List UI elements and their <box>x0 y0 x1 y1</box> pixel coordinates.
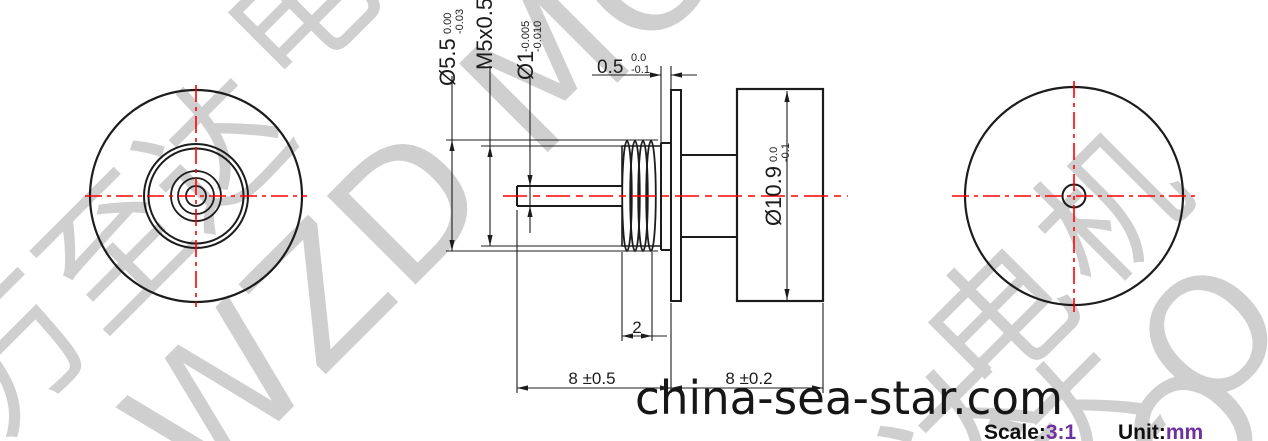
dim-dia55-tol-upper: 0.00 <box>442 13 454 34</box>
dim-thread-label: M5x0.5 <box>472 0 497 70</box>
dim-dia109-tol-lower: -0.1 <box>780 143 792 162</box>
dimension-arrowheads <box>449 72 823 391</box>
dim-collar-tol-upper: 0.0 <box>631 52 646 64</box>
front-view <box>85 85 307 307</box>
unit-text: Unit:mm <box>1118 421 1203 441</box>
scale-label: Scale: <box>984 421 1046 441</box>
unit-value: mm <box>1166 421 1203 441</box>
dim-collar: 0.5 0.0 -0.1 <box>597 52 650 78</box>
dim-dia55: Ø5.5 0.00 -0.03 <box>435 9 466 86</box>
dim-thread: M5x0.5 <box>472 0 497 70</box>
dim-length-front-label: 8 ±0.5 <box>568 369 615 388</box>
dim-dia1-tol-upper: -0.005 <box>520 21 532 52</box>
dim-dia55-label: Ø5.5 <box>435 38 460 86</box>
dim-dia1-label: Ø1 <box>513 51 538 80</box>
dim-thread-length-label: 2 <box>632 318 641 337</box>
dimension-annotations: Ø5.5 0.00 -0.03 M5x0.5 Ø1 -0.005 -0.010 … <box>435 0 792 388</box>
scale-text: Scale:3:1 <box>984 421 1077 441</box>
dim-dia1-tol-lower: -0.010 <box>532 21 544 52</box>
website-text: china-sea-star.com <box>635 371 1063 425</box>
dim-length-rear-label: 8 ±0.2 <box>725 369 772 388</box>
dim-collar-tol-lower: -0.1 <box>631 64 650 76</box>
dim-dia55-tol-lower: -0.03 <box>454 9 466 34</box>
dim-dia109: Ø10.9 0.0 -0.1 <box>761 143 792 226</box>
rear-view <box>952 81 1197 312</box>
rear-disc-outline <box>735 87 825 303</box>
dim-dia109-tol-upper: 0.0 <box>768 147 780 162</box>
collar-outline <box>660 142 671 251</box>
unit-label: Unit: <box>1118 421 1166 441</box>
rear-centerlines <box>952 81 1197 312</box>
front-centerlines <box>85 85 307 307</box>
dim-dia109-label: Ø10.9 <box>761 166 786 226</box>
dim-collar-label: 0.5 <box>597 57 623 78</box>
footer: china-sea-star.com Scale:3:1 Unit:mm <box>635 371 1203 441</box>
mid-cylinder-outline <box>681 154 737 238</box>
scale-value: 3:1 <box>1046 421 1077 441</box>
dim-dia1: Ø1 -0.005 -0.010 <box>513 21 544 80</box>
